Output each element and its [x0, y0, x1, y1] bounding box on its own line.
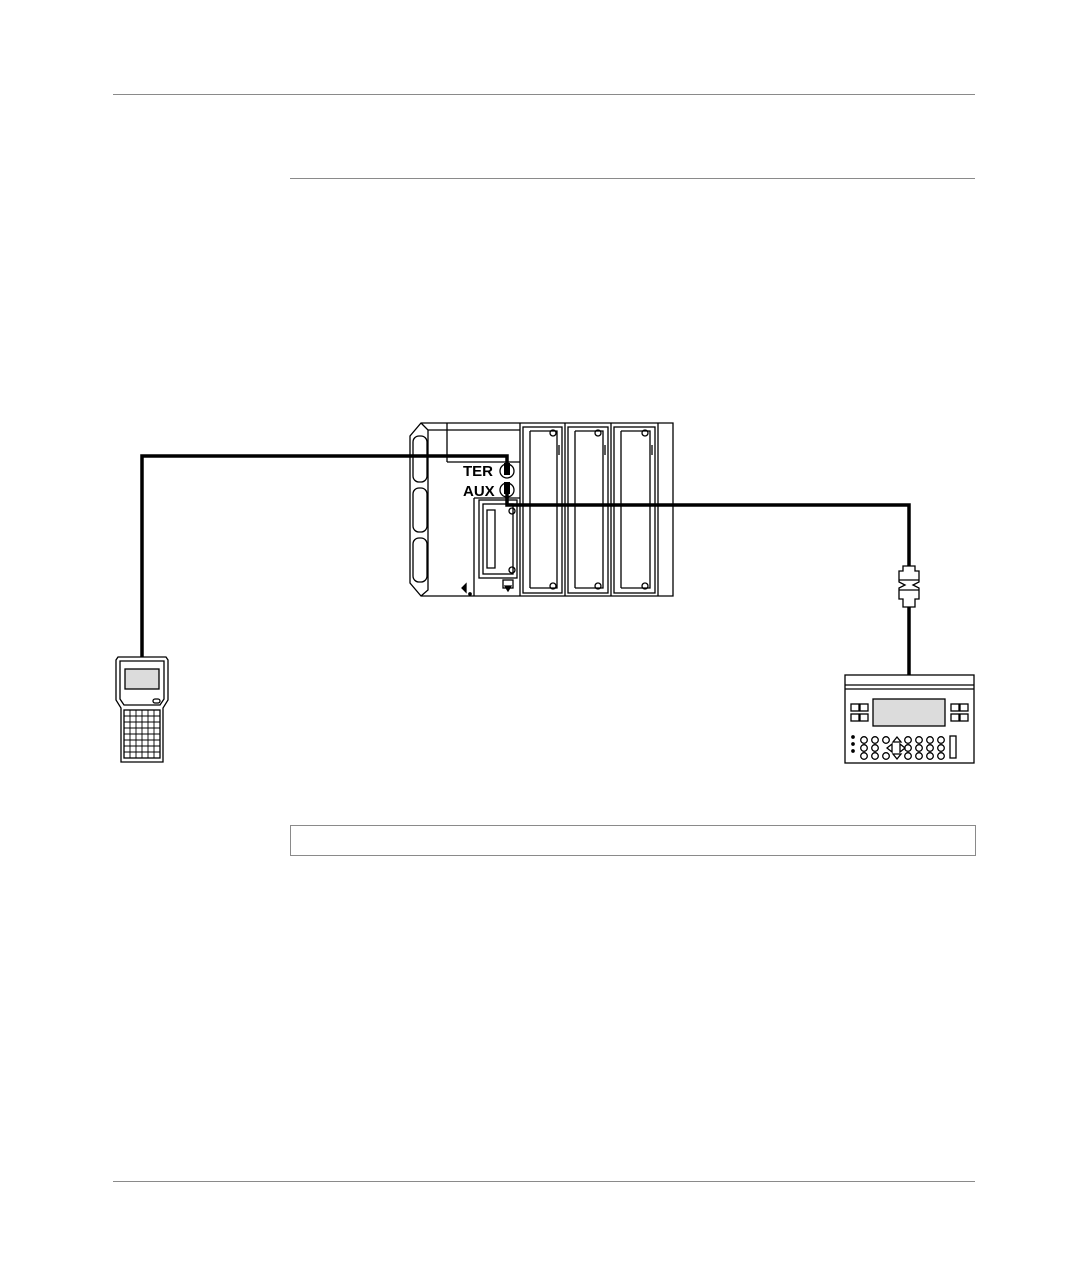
aux-cable — [505, 490, 911, 566]
header-rule — [113, 94, 975, 95]
operator-panel — [844, 674, 975, 764]
ter-plug — [504, 463, 510, 475]
footer-rule — [113, 1181, 975, 1182]
caption-box — [290, 825, 976, 856]
handheld-terminal — [115, 656, 169, 763]
ter-port-label: TER — [463, 463, 493, 480]
cable-adapter-icon — [898, 565, 920, 608]
plc-rack — [409, 422, 674, 597]
aux-port-label: AUX — [463, 483, 495, 500]
section-rule — [290, 178, 975, 179]
aux-plug — [504, 482, 510, 494]
